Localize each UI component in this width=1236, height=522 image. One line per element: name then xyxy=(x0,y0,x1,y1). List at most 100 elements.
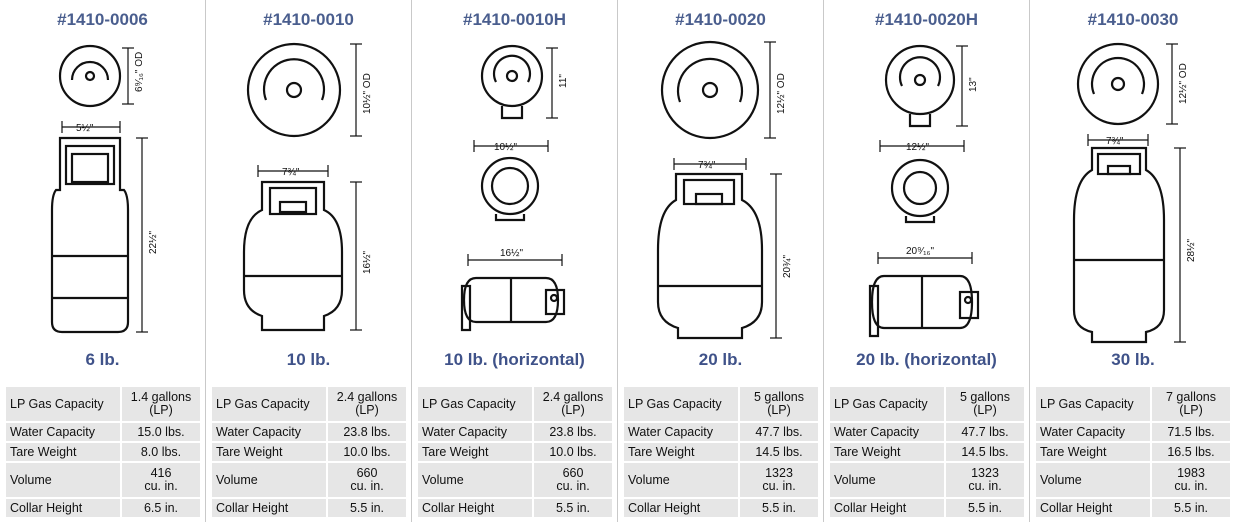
width-dimension: 12½" xyxy=(906,142,929,153)
cylinder-size: 20 lb. xyxy=(698,350,743,369)
od-dimension: 12½" OD xyxy=(1178,63,1189,104)
row-label: LP Gas Capacity xyxy=(624,387,738,421)
collar-height-value: 5.5 in. xyxy=(944,499,1024,517)
row-label: LP Gas Capacity xyxy=(6,387,120,421)
collar-height-value: 5.5 in. xyxy=(532,499,612,517)
length-dimension: 20⁹⁄₁₆" xyxy=(906,246,934,257)
width-dimension: 10½" xyxy=(494,142,517,153)
od-dimension: 6⁹⁄₁₆" OD xyxy=(134,52,145,92)
row-label: LP Gas Capacity xyxy=(212,387,326,421)
cylinder-column-20lb: #1410-0020 12½" OD 7¾" xyxy=(618,0,824,522)
row-label: Tare Weight xyxy=(212,443,326,461)
lp-capacity-value: 7 gallons(LP) xyxy=(1150,387,1230,421)
row-label: LP Gas Capacity xyxy=(830,387,944,421)
lp-capacity-value: 5 gallons(LP) xyxy=(944,387,1024,421)
cylinder-drawing: 13" 12½" 20⁹⁄₁₆" xyxy=(824,30,1030,350)
water-capacity-value: 15.0 lbs. xyxy=(120,423,200,441)
row-label: Volume xyxy=(624,463,738,497)
row-label: Collar Height xyxy=(418,499,532,517)
row-label: Tare Weight xyxy=(1036,443,1150,461)
width-dimension: 7¾" xyxy=(282,167,300,178)
od-dimension: 12½" OD xyxy=(776,73,787,114)
length-dimension: 16½" xyxy=(500,248,523,259)
cylinder-drawing: 6⁹⁄₁₆" OD 5½" 22½" xyxy=(0,30,206,350)
cylinder-column-10lb-horizontal: #1410-0010H 11" 10½" xyxy=(412,0,618,522)
lp-capacity-value: 2.4 gallons(LP) xyxy=(532,387,612,421)
tare-weight-value: 16.5 lbs. xyxy=(1150,443,1230,461)
od-dimension: 13" xyxy=(968,77,979,92)
row-label: LP Gas Capacity xyxy=(1036,387,1150,421)
row-label: Tare Weight xyxy=(418,443,532,461)
row-label: Water Capacity xyxy=(830,423,944,441)
od-dimension: 10½" OD xyxy=(362,73,373,114)
row-label: Collar Height xyxy=(6,499,120,517)
row-label: Volume xyxy=(830,463,944,497)
row-label: Water Capacity xyxy=(1036,423,1150,441)
water-capacity-value: 47.7 lbs. xyxy=(738,423,818,441)
water-capacity-value: 71.5 lbs. xyxy=(1150,423,1230,441)
model-number: #1410-0010H xyxy=(462,10,567,29)
tare-weight-value: 8.0 lbs. xyxy=(120,443,200,461)
cylinder-drawing: 12½" OD 7¾" 20¾" xyxy=(618,30,824,350)
model-number: #1410-0030 xyxy=(1087,10,1179,29)
row-label: Collar Height xyxy=(830,499,944,517)
height-dimension: 16½" xyxy=(362,251,373,274)
cylinder-drawing: 11" 10½" 16½" xyxy=(412,30,618,350)
cylinder-column-10lb: #1410-0010 10½" OD 7¾" xyxy=(206,0,412,522)
cylinder-size: 10 lb. (horizontal) xyxy=(444,350,585,369)
cylinder-size: 10 lb. xyxy=(286,350,331,369)
row-label: Water Capacity xyxy=(418,423,532,441)
model-number: #1410-0020 xyxy=(675,10,766,29)
water-capacity-value: 47.7 lbs. xyxy=(944,423,1024,441)
tare-weight-value: 14.5 lbs. xyxy=(738,443,818,461)
row-label: Water Capacity xyxy=(6,423,120,441)
row-label: Tare Weight xyxy=(6,443,120,461)
lp-capacity-value: 2.4 gallons(LP) xyxy=(326,387,406,421)
width-dimension: 7¾" xyxy=(698,160,716,171)
collar-height-value: 5.5 in. xyxy=(738,499,818,517)
width-dimension: 5½" xyxy=(76,123,94,134)
tare-weight-value: 14.5 lbs. xyxy=(944,443,1024,461)
model-number: #1410-0006 xyxy=(57,10,148,29)
width-dimension: 7¾" xyxy=(1106,136,1124,147)
cylinder-column-6lb: #1410-0006 6⁹⁄₁₆" OD 5½" xyxy=(0,0,206,522)
collar-height-value: 6.5 in. xyxy=(120,499,200,517)
row-label: Volume xyxy=(418,463,532,497)
row-label: Collar Height xyxy=(624,499,738,517)
tare-weight-value: 10.0 lbs. xyxy=(532,443,612,461)
row-label: LP Gas Capacity xyxy=(418,387,532,421)
row-label: Collar Height xyxy=(212,499,326,517)
height-dimension: 28½" xyxy=(1186,239,1197,262)
model-number: #1410-0010 xyxy=(263,10,354,29)
